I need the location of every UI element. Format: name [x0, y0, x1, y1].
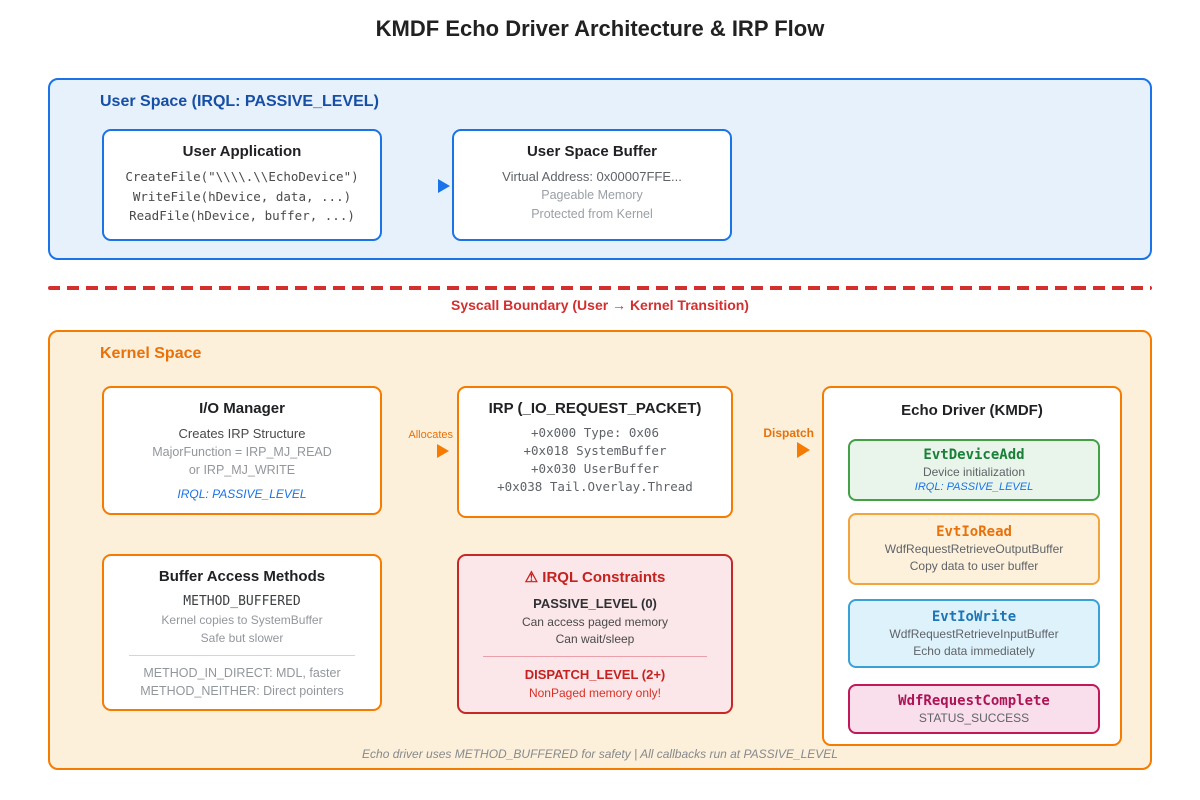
user-space-buffer-title: User Space Buffer — [526, 143, 658, 160]
method-neither-text: METHOD_NEITHER: Direct pointers — [140, 684, 344, 698]
user-application-title: User Application — [182, 143, 302, 160]
buffer-methods-title: Buffer Access Methods — [158, 568, 326, 585]
readfile-call: ReadFile(hDevice, buffer, ...) — [129, 208, 355, 223]
evt-device-add-name: EvtDeviceAdd — [923, 447, 1025, 463]
creates-irp-text: Creates IRP Structure — [178, 426, 306, 441]
evt-device-add-desc: Device initialization — [922, 465, 1026, 479]
arrow-head-icon — [797, 442, 810, 458]
evt-device-add-irql: IRQL: PASSIVE_LEVEL — [914, 481, 1034, 493]
user-application-box: User Application CreateFile("\\\\.\\Echo… — [102, 129, 382, 241]
divider — [483, 656, 707, 657]
evt-io-write-name: EvtIoWrite — [931, 608, 1017, 625]
evt-io-write-desc1: WdfRequestRetrieveInputBuffer — [889, 626, 1059, 641]
irql-constraints-title: ⚠ IRQL Constraints — [524, 569, 666, 586]
method-buffered-text: METHOD_BUFFERED — [183, 594, 301, 609]
dispatch-label: Dispatch — [763, 426, 814, 440]
evt-device-add-card: EvtDeviceAdd Device initialization IRQL:… — [848, 439, 1100, 501]
kernel-footer-note: Echo driver uses METHOD_BUFFERED for saf… — [362, 747, 838, 761]
kernel-space-panel: Kernel Space I/O Manager Creates IRP Str… — [48, 330, 1152, 770]
evt-io-read-desc2: Copy data to user buffer — [909, 559, 1039, 573]
wdf-request-complete-status: STATUS_SUCCESS — [918, 710, 1030, 725]
divider — [128, 655, 356, 656]
user-space-buffer-box: User Space Buffer Virtual Address: 0x000… — [452, 129, 732, 241]
evt-io-read-name: EvtIoRead — [936, 524, 1012, 540]
irp-field-type: +0x000 Type: 0x06 — [531, 425, 659, 440]
syscall-boundary-line — [48, 286, 1152, 290]
user-to-buffer-arrow — [384, 178, 450, 194]
syscall-boundary-label: Syscall Boundary (User → Kernel Transiti… — [451, 297, 749, 313]
writefile-call: WriteFile(hDevice, data, ...) — [132, 188, 352, 204]
evt-io-write-desc2: Echo data immediately — [913, 643, 1035, 658]
arrow-head-icon — [437, 444, 449, 458]
allocates-arrow: Allocates — [384, 429, 453, 459]
io-manager-irql-text: IRQL: PASSIVE_LEVEL — [177, 487, 307, 501]
evt-io-read-card: EvtIoRead WdfRequestRetrieveOutputBuffer… — [848, 513, 1100, 585]
wait-sleep-text: Can wait/sleep — [555, 632, 635, 646]
wdf-request-complete-name: WdfRequestComplete — [898, 692, 1050, 709]
irql-constraints-box: ⚠ IRQL Constraints PASSIVE_LEVEL (0) Can… — [457, 554, 733, 714]
buffer-access-methods-box: Buffer Access Methods METHOD_BUFFERED Ke… — [102, 554, 382, 711]
method-in-direct-text: METHOD_IN_DIRECT: MDL, faster — [143, 666, 341, 680]
dispatch-level-title: DISPATCH_LEVEL (2+) — [524, 667, 666, 682]
nonpaged-text: NonPaged memory only! — [528, 686, 662, 700]
dispatch-arrow: Dispatch — [735, 426, 814, 458]
passive-level-title: PASSIVE_LEVEL (0) — [533, 596, 657, 611]
kernel-copies-text: Kernel copies to SystemBuffer — [161, 613, 323, 627]
io-manager-box: I/O Manager Creates IRP Structure MajorF… — [102, 386, 382, 515]
irp-field-userbuffer: +0x030 UserBuffer — [531, 461, 659, 476]
user-space-panel: User Space (IRQL: PASSIVE_LEVEL) User Ap… — [48, 78, 1152, 260]
echo-driver-box: Echo Driver (KMDF) EvtDeviceAdd Device i… — [822, 386, 1122, 746]
wdf-request-complete-card: WdfRequestComplete STATUS_SUCCESS — [848, 684, 1100, 734]
pageable-memory-text: Pageable Memory — [541, 188, 643, 202]
arrow-head-icon — [438, 179, 450, 193]
io-manager-title: I/O Manager — [199, 400, 285, 417]
user-space-label: User Space (IRQL: PASSIVE_LEVEL) — [100, 93, 379, 110]
irp-title: IRP (_IO_REQUEST_PACKET) — [488, 400, 702, 417]
irp-field-thread: +0x038 Tail.Overlay.Thread — [497, 479, 693, 494]
echo-driver-title: Echo Driver (KMDF) — [901, 402, 1043, 419]
irp-packet-box: IRP (_IO_REQUEST_PACKET) +0x000 Type: 0x… — [457, 386, 733, 518]
virtual-address-text: Virtual Address: 0x00007FFE... — [502, 169, 682, 184]
createfile-call: CreateFile("\\\\.\\EchoDevice") — [125, 169, 359, 184]
paged-memory-text: Can access paged memory — [521, 615, 669, 629]
evt-io-write-card: EvtIoWrite WdfRequestRetrieveInputBuffer… — [848, 599, 1100, 668]
allocates-label: Allocates — [408, 429, 453, 441]
kernel-space-label: Kernel Space — [100, 345, 202, 362]
irp-mj-write-text: or IRP_MJ_WRITE — [188, 463, 296, 477]
irp-field-systembuffer: +0x018 SystemBuffer — [523, 443, 667, 458]
protected-text: Protected from Kernel — [531, 207, 653, 221]
page-title: KMDF Echo Driver Architecture & IRP Flow — [375, 16, 825, 41]
evt-io-read-desc1: WdfRequestRetrieveOutputBuffer — [884, 542, 1064, 556]
majorfunction-text: MajorFunction = IRP_MJ_READ — [152, 445, 332, 459]
safe-slower-text: Safe but slower — [200, 631, 284, 645]
